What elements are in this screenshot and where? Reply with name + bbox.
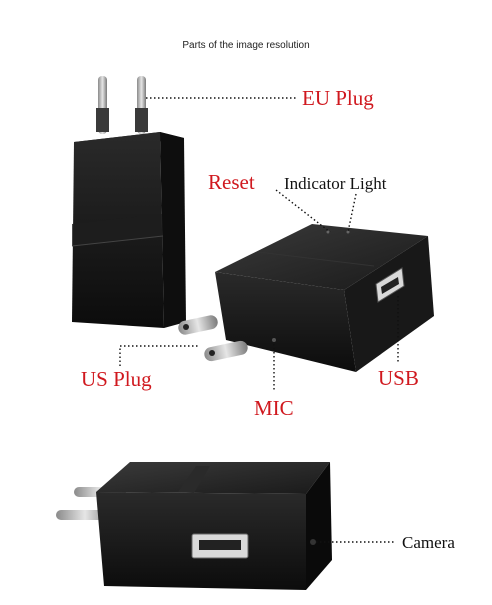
image-caption: Parts of the image resolution: [182, 40, 310, 51]
us-prong-lower: [204, 340, 248, 362]
us-adapter-top: [215, 224, 428, 290]
eu-plug-label: EU Plug: [302, 86, 374, 110]
eu-adapter-side: [160, 132, 186, 328]
us-adapter: [178, 224, 434, 372]
indicator-led: [346, 230, 350, 234]
eu-adapter: [71, 76, 186, 328]
us-prong-upper: [178, 315, 218, 335]
leader-indicator-light: [347, 193, 357, 233]
camera-label: Camera: [402, 533, 455, 552]
leader-lines: [119, 97, 399, 543]
us-adapter-front: [344, 236, 434, 372]
us-adapter-plug-face: [215, 272, 356, 372]
camera-adapter: [56, 462, 332, 590]
reset-label: Reset: [208, 170, 255, 194]
camera-lens: [310, 539, 316, 545]
cam-adapter-side: [306, 462, 332, 590]
leader-us-plug: [119, 345, 198, 366]
mic-hole: [272, 338, 276, 342]
usb-label: USB: [378, 366, 419, 390]
reset-hole: [326, 230, 330, 234]
mic-label: MIC: [254, 396, 294, 420]
cam-adapter-top: [96, 462, 330, 494]
us-plug-label: US Plug: [81, 367, 152, 391]
leader-reset: [275, 189, 331, 233]
indicator-light-label: Indicator Light: [284, 174, 387, 193]
